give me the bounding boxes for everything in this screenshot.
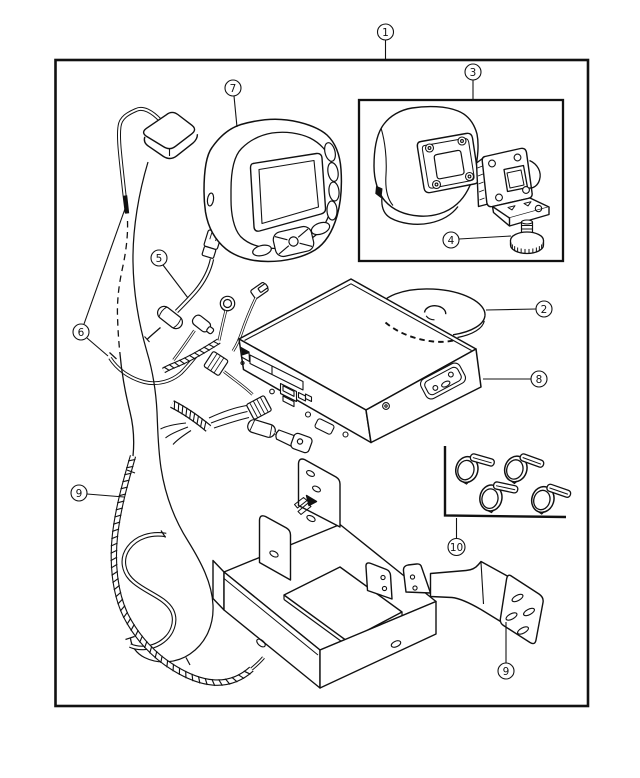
callout-6[interactable]: 6 [72, 205, 127, 357]
side-bracket-arm [402, 560, 544, 645]
callout-1[interactable]: 1 [376, 23, 395, 60]
display-screen [249, 152, 327, 232]
callout-5-circle[interactable] [150, 249, 168, 267]
callout-4-circle[interactable] [442, 231, 460, 249]
callout-1-circle[interactable] [376, 23, 395, 41]
callout-7-circle[interactable] [224, 79, 242, 97]
callout-7[interactable]: 7 [224, 79, 242, 128]
cable-clamp [527, 481, 573, 517]
callout-4[interactable]: 4 [442, 231, 512, 249]
barrel-connector [172, 314, 215, 361]
callout-2[interactable]: 2 [485, 300, 553, 318]
display-screen-inner [258, 159, 320, 225]
callout-5-leader-line [162, 264, 189, 299]
callout-8-circle[interactable] [530, 370, 548, 388]
display-rear-mount [373, 105, 480, 225]
callout-6-leader-line [83, 205, 127, 325]
callout-4-leader-line [458, 235, 512, 240]
disc-center-hole [423, 305, 447, 315]
display-cable-ferrite [156, 305, 184, 330]
diagram-border [54, 58, 590, 708]
callout-9b-circle[interactable] [497, 662, 515, 680]
navigation-display-unit [203, 118, 343, 263]
callout-9b[interactable]: 9 [497, 622, 515, 680]
callout-8[interactable]: 8 [483, 370, 548, 388]
receiver-unit [238, 278, 482, 444]
callout-6-leader-line [86, 337, 109, 357]
key-blade-connector [275, 429, 313, 454]
callout-10-label: 10 [450, 542, 463, 554]
callout-10-circle[interactable] [447, 537, 466, 557]
disc-thickness-edge [457, 320, 485, 339]
callout-9b-label: 9 [503, 666, 510, 678]
callout-1-label: 1 [382, 27, 389, 39]
callout-7-label: 7 [230, 83, 237, 95]
gps-antenna [116, 106, 199, 214]
display-mount-plate [416, 132, 480, 194]
antenna-puck [142, 111, 199, 160]
thumbscrew [509, 219, 545, 255]
callout-9a-label: 9 [76, 488, 83, 500]
callout-9a[interactable]: 9 [70, 484, 125, 502]
rj-plug [203, 351, 254, 396]
inset-box [357, 98, 565, 263]
callout-6-circle[interactable] [72, 323, 90, 341]
mounting-tray-bracket [212, 458, 437, 689]
display-cable-plug [201, 229, 223, 259]
wiring-harness [108, 282, 269, 396]
callout-7-leader-line [233, 95, 238, 128]
callout-3[interactable]: 3 [464, 63, 482, 100]
bundlePath-hatching [173, 400, 207, 431]
display-side-buttons [324, 142, 340, 221]
callout-3-circle[interactable] [464, 63, 482, 81]
display-bottom-buttons [252, 221, 331, 258]
cable-clamp [452, 452, 496, 486]
cable-clamps [443, 446, 573, 519]
mounting-bracket [475, 147, 550, 255]
cable-clamp [500, 450, 546, 487]
callout-8-label: 8 [536, 374, 543, 386]
display-dpad [272, 225, 315, 258]
power-harness-cluster [160, 395, 313, 454]
bandPath-hatching [163, 340, 220, 372]
small-plug [231, 282, 269, 352]
thumbscrew-knurling [510, 240, 544, 254]
display-side-tab [206, 192, 215, 207]
spiral-wrapped-cable [110, 161, 265, 687]
callout-4-label: 4 [448, 235, 455, 247]
callout-10[interactable]: 10 [447, 518, 466, 557]
cable-clamp [475, 478, 521, 515]
callout-5[interactable]: 5 [150, 249, 189, 299]
callout-9a-circle[interactable] [70, 484, 88, 502]
disc-hidden-edge [384, 321, 456, 343]
callout-2-leader-line [485, 308, 537, 311]
callout-2-circle[interactable] [535, 300, 553, 318]
callout-9a-leader-line [86, 493, 125, 498]
display-cable [144, 229, 223, 343]
wrapPath-hatching [110, 458, 251, 687]
callout-5-label: 5 [156, 253, 163, 265]
round-connector [217, 295, 236, 341]
callout-2-label: 2 [541, 304, 548, 316]
callout-6-label: 6 [78, 327, 85, 339]
antenna-cable-hidden-route [116, 220, 129, 353]
callout-3-label: 3 [470, 67, 477, 79]
clamps-corner-rule [443, 446, 567, 519]
